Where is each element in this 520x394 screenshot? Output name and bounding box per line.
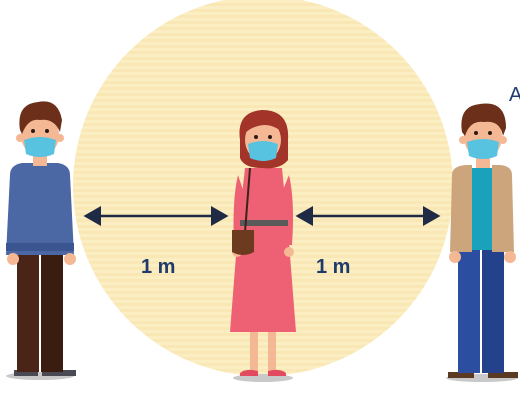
man-tan-jacket-masked-icon — [446, 104, 518, 383]
distance-label-right: 1 m — [316, 257, 350, 277]
distance-label-left: 1 m — [141, 257, 175, 277]
man-blue-sweater-masked-icon — [6, 101, 76, 380]
edge-text: A — [509, 85, 520, 105]
